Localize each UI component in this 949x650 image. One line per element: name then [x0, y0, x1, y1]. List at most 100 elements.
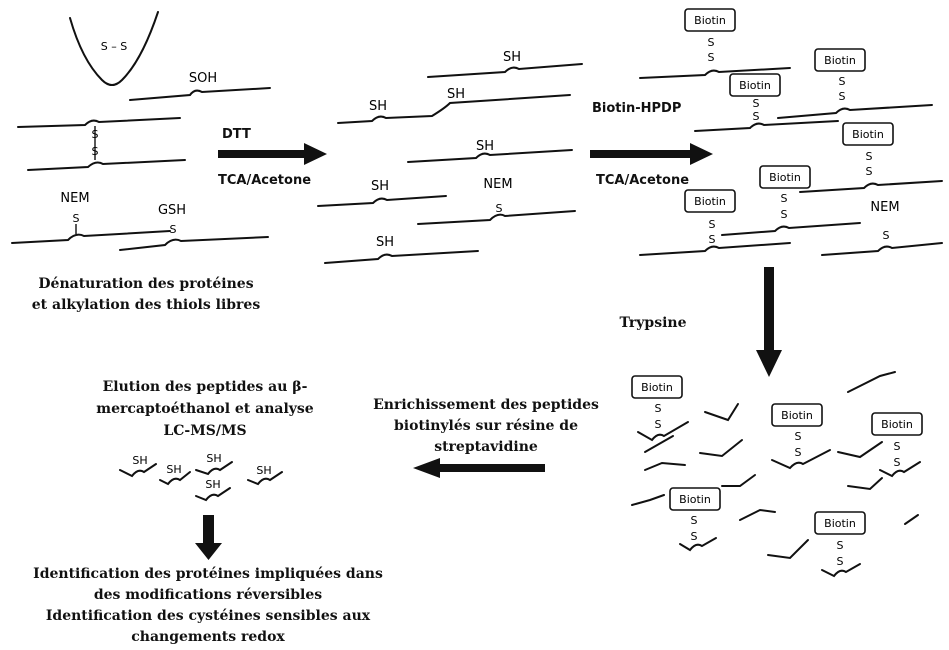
sh-label: SH	[132, 454, 147, 467]
panel-tryptic-peptides: Biotin S S Biotin S S Biotin S S Biotin …	[631, 371, 923, 578]
soh-label: SOH	[189, 71, 217, 86]
peptide-fragment	[195, 461, 233, 476]
peptide-fragment	[847, 477, 883, 491]
nem-label: NEM	[483, 177, 512, 192]
protein-strand-disulfide-top	[17, 117, 181, 128]
biotin-tag	[814, 511, 866, 535]
protein-strand	[337, 94, 571, 124]
biotin-label: Biotin	[641, 381, 673, 394]
sulfur-label: S	[894, 440, 901, 453]
sulfur-label: S	[866, 165, 873, 178]
sulfur-label: S	[866, 150, 873, 163]
sulfur-label: S	[708, 51, 715, 64]
biotin-label: Biotin	[739, 79, 771, 92]
sulfur-label: S	[170, 223, 177, 236]
arrow-biotin-hpdp-step: Biotin-HPDP TCA/Acetone	[590, 101, 713, 188]
sulfur-label: S	[496, 202, 503, 215]
caption-denaturation-line1: Dénaturation des protéines	[38, 276, 253, 292]
peptide-fragment	[767, 539, 809, 560]
sulfur-label: S	[839, 90, 846, 103]
biotin-label: Biotin	[824, 54, 856, 67]
panel-reduced-proteins: SH SH SH SH SH NEM S SH	[317, 50, 583, 264]
peptide-fragment	[679, 537, 717, 552]
sh-label: SH	[206, 452, 221, 465]
protein-strand	[317, 195, 447, 207]
peptide-fragment	[699, 439, 743, 458]
biotin-label: Biotin	[694, 14, 726, 27]
panel-eluted-peptides: SH SH SH SH SH	[119, 452, 283, 502]
caption-enrichment-line2: biotinylés sur résine de	[394, 418, 578, 434]
arrow-dtt-step: DTT TCA/Acetone	[218, 127, 327, 188]
biotin-tag	[871, 412, 923, 436]
biotin-tag	[771, 403, 823, 427]
protein-strand	[694, 120, 839, 132]
sulfur-label: S	[708, 36, 715, 49]
biotin-label: Biotin	[852, 128, 884, 141]
sh-label: SH	[376, 235, 394, 250]
down-arrow-icon	[756, 267, 782, 377]
sh-label: SH	[369, 99, 387, 114]
biotin-label: Biotin	[769, 171, 801, 184]
biotin-tag	[631, 375, 683, 399]
protein-strand	[821, 242, 943, 256]
peptide-fragment	[644, 435, 674, 453]
sulfur-label: S	[655, 418, 662, 431]
caption-identification-line2: des modifications réversibles	[94, 587, 322, 603]
sulfur-label: S	[655, 402, 662, 415]
peptide-fragment	[879, 461, 921, 478]
biotin-label: Biotin	[694, 195, 726, 208]
sulfur-label: S	[894, 456, 901, 469]
nem-label: NEM	[870, 200, 899, 215]
protein-strand	[417, 210, 576, 225]
protein-strand	[427, 63, 583, 78]
sulfur-label: S	[691, 514, 698, 527]
protein-strand-nem	[11, 230, 171, 244]
sulfur-label: S	[883, 229, 890, 242]
sulfur-label: S	[709, 218, 716, 231]
biotin-tag	[684, 189, 736, 213]
biotin-tag	[759, 165, 811, 189]
peptide-fragment	[195, 487, 231, 502]
sulfur-label: S	[839, 75, 846, 88]
arrow-trypsin-step: Trypsine	[620, 267, 782, 377]
peptide-fragment	[631, 494, 665, 506]
peptide-fragment	[771, 449, 831, 470]
caption-elution-line3: LC-MS/MS	[163, 423, 246, 439]
protein-strand	[799, 180, 943, 193]
left-arrow-icon	[413, 458, 545, 478]
protein-strand	[777, 104, 933, 119]
sh-label: SH	[447, 87, 465, 102]
right-arrow-icon	[218, 143, 327, 165]
sulfur-label: S	[691, 530, 698, 543]
peptide-fragment	[704, 403, 739, 422]
caption-enrichment-line1: Enrichissement des peptides	[373, 397, 599, 413]
arrow-enrichment-step: Enrichissement des peptides biotinylés s…	[373, 397, 599, 478]
sulfur-label: S	[781, 208, 788, 221]
peptide-fragment	[637, 421, 689, 442]
biotin-label: Biotin	[824, 517, 856, 530]
caption-identification-line1: Identification des protéines impliquées …	[33, 566, 383, 582]
peptide-fragment	[904, 514, 919, 525]
peptide-fragment	[644, 461, 686, 471]
biotin-label: Biotin	[881, 418, 913, 431]
gsh-label: GSH	[158, 203, 186, 218]
tca-acetone-label-2: TCA/Acetone	[596, 173, 689, 188]
sulfur-label: S	[795, 446, 802, 459]
peptide-fragment	[247, 471, 283, 486]
sh-label: SH	[256, 464, 271, 477]
sulfur-label: S	[92, 145, 99, 158]
sulfur-label: S	[753, 110, 760, 123]
biotin-tag	[842, 122, 894, 146]
caption-denaturation-line2: et alkylation des thiols libres	[32, 297, 261, 313]
peptide-fragment	[837, 441, 883, 459]
peptide-fragment	[821, 563, 861, 578]
peptide-fragment	[739, 508, 776, 521]
caption-elution-line1: Elution des peptides au β-	[103, 379, 308, 395]
biotin-tag	[729, 73, 781, 97]
nem-label: NEM	[60, 191, 89, 206]
caption-identification-line4: changements redox	[131, 629, 285, 645]
down-arrow-icon	[195, 515, 222, 560]
disulfide-protein-loop	[69, 11, 159, 86]
protein-strand	[721, 222, 861, 236]
peptide-fragment	[721, 474, 756, 487]
